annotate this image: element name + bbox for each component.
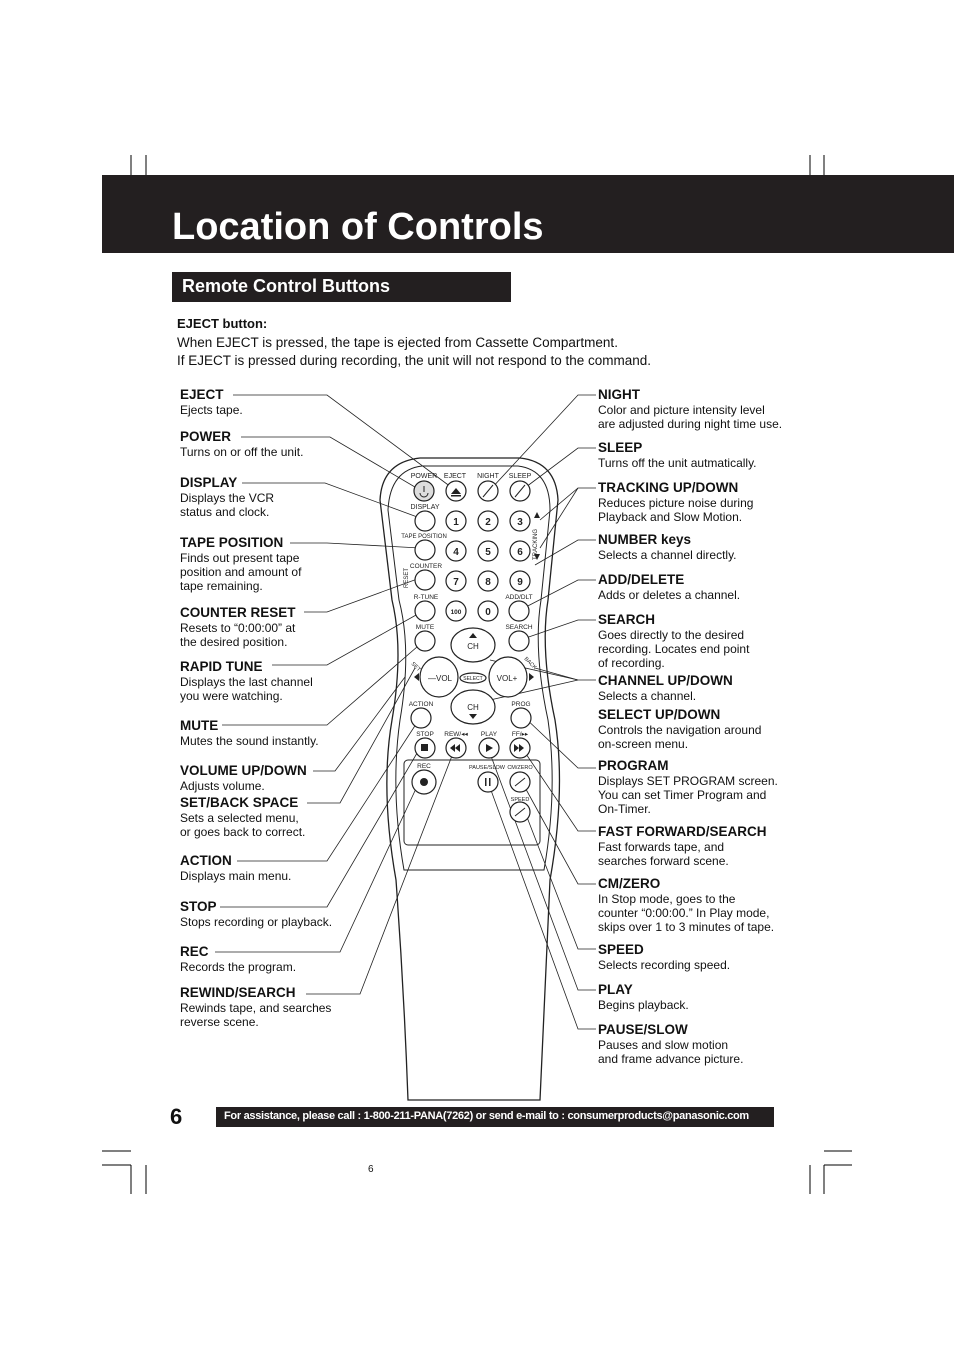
key-0: 0	[485, 607, 491, 618]
remote-mute-label: MUTE	[416, 624, 435, 631]
ch-down-label: CH	[467, 703, 479, 712]
remote-power-label: POWER	[411, 473, 437, 480]
set-label: SET	[410, 661, 422, 673]
add-delete-button[interactable]	[508, 600, 530, 622]
footer-bar	[216, 1107, 774, 1127]
remote-play-label: PLAY	[481, 731, 498, 738]
remote-search-label: SEARCH	[505, 624, 532, 631]
remote-tape-position-label: TAPE POSITION	[401, 534, 447, 540]
remote-cmzero-label: CM/ZERO	[507, 765, 533, 771]
remote-outline	[379, 457, 561, 1101]
page-number: 6	[170, 1104, 183, 1129]
remote-night-label: NIGHT	[477, 473, 500, 480]
remote-counter-label: COUNTER	[410, 563, 442, 570]
key-6: 6	[517, 547, 523, 558]
prog-button[interactable]	[510, 707, 532, 729]
remote-adddlt-label: ADD/DLT	[505, 594, 532, 601]
remote-action-label: ACTION	[409, 701, 434, 708]
vol-down-button[interactable]	[419, 656, 459, 698]
section-title: Remote Control Buttons	[182, 276, 390, 296]
mute-button[interactable]	[414, 630, 436, 652]
remote-rec-label: REC	[417, 763, 431, 770]
key-2: 2	[485, 517, 491, 528]
intro-heading: EJECT button:	[177, 316, 268, 331]
remote-reset-label: RESET	[404, 568, 410, 588]
ch-down-button[interactable]	[450, 689, 496, 725]
display-button[interactable]	[414, 510, 436, 532]
remote-pause-label: PAUSE/SLOW	[469, 765, 506, 771]
key-1: 1	[453, 517, 459, 528]
vol-up-button[interactable]	[488, 656, 528, 698]
vol-plus-label: VOL+	[497, 674, 518, 683]
section-bar	[172, 272, 511, 302]
remote-stop-label: STOP	[416, 731, 434, 738]
header-bar	[102, 175, 954, 253]
counter-reset-button[interactable]	[414, 569, 436, 591]
intro-line-2: If EJECT is pressed during recording, th…	[177, 353, 651, 368]
key-9: 9	[517, 577, 523, 588]
remote-prog-label: PROG	[511, 701, 530, 708]
pause-slow-button[interactable]	[477, 771, 499, 793]
action-button[interactable]	[410, 707, 432, 729]
remote-tracking-label: TRACKING	[533, 529, 539, 560]
ch-up-button[interactable]	[450, 627, 496, 663]
tape-position-button[interactable]	[414, 539, 436, 561]
page-title: Location of Controls	[172, 206, 544, 248]
remote-ff-label: FF/▸▸	[512, 731, 529, 738]
small-page-number: 6	[368, 1164, 374, 1175]
remote-speed-label: SPEED	[511, 797, 530, 803]
ch-up-label: CH	[467, 642, 479, 651]
remote-display-label: DISPLAY	[410, 504, 439, 511]
search-button[interactable]	[508, 630, 530, 652]
select-button[interactable]	[459, 672, 487, 684]
rtune-button[interactable]	[414, 600, 436, 622]
key-7: 7	[453, 577, 459, 588]
key-5: 5	[485, 547, 491, 558]
vol-minus-label: —VOL	[428, 674, 453, 683]
select-label: SELECT	[463, 676, 482, 682]
key-4: 4	[453, 547, 459, 558]
intro-line-1: When EJECT is pressed, the tape is eject…	[177, 335, 618, 350]
remote-rtune-label: R-TUNE	[414, 594, 439, 601]
key-3: 3	[517, 517, 523, 528]
footer-text: For assistance, please call : 1-800-211-…	[224, 1110, 749, 1122]
key-8: 8	[485, 577, 491, 588]
key-100: 100	[451, 609, 462, 616]
remote-rew-label: REW/◂◂	[444, 731, 468, 738]
remote-sleep-label: SLEEP	[509, 473, 532, 480]
remote-eject-label: EJECT	[444, 473, 467, 480]
